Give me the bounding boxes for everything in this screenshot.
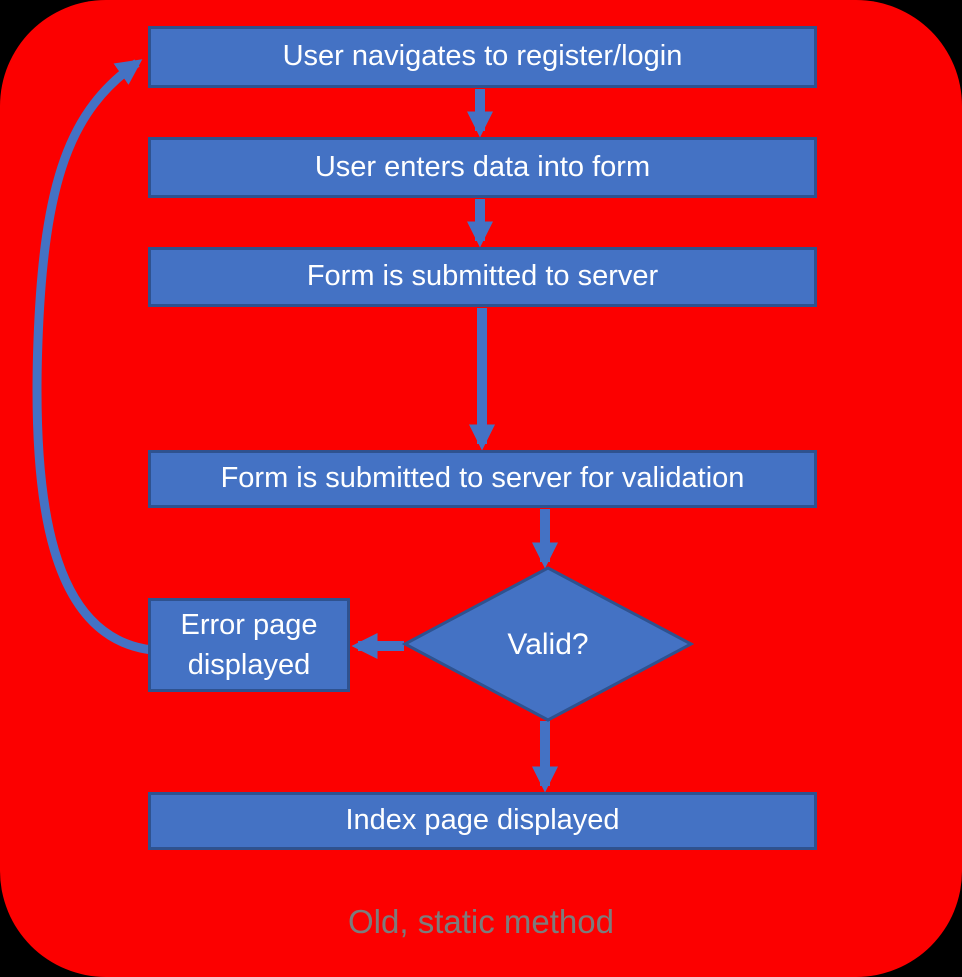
decision-valid-label: Valid?	[507, 628, 589, 661]
flow-node-error-page-label: Error page displayed	[180, 609, 318, 681]
flow-node-navigate: User navigates to register/login	[148, 26, 817, 88]
flow-node-index-page-label: Index page displayed	[345, 804, 620, 837]
flow-node-submit-label: Form is submitted to server	[306, 260, 659, 293]
flow-node-validate: Form is submitted to server for validati…	[148, 450, 817, 508]
flow-node-navigate-label: User navigates to register/login	[282, 40, 683, 73]
flow-node-submit: Form is submitted to server	[148, 247, 817, 307]
flow-node-enter-data: User enters data into form	[148, 137, 817, 198]
flow-node-error-page: Error page displayed	[148, 598, 350, 692]
flow-node-enter-data-label: User enters data into form	[314, 150, 651, 183]
arrow-error-to-navigate-curved-icon	[32, 59, 153, 655]
diagram-caption: Old, static method	[348, 903, 614, 940]
flow-node-validate-label: Form is submitted to server for validati…	[220, 462, 745, 495]
flow-node-index-page: Index page displayed	[148, 792, 817, 850]
